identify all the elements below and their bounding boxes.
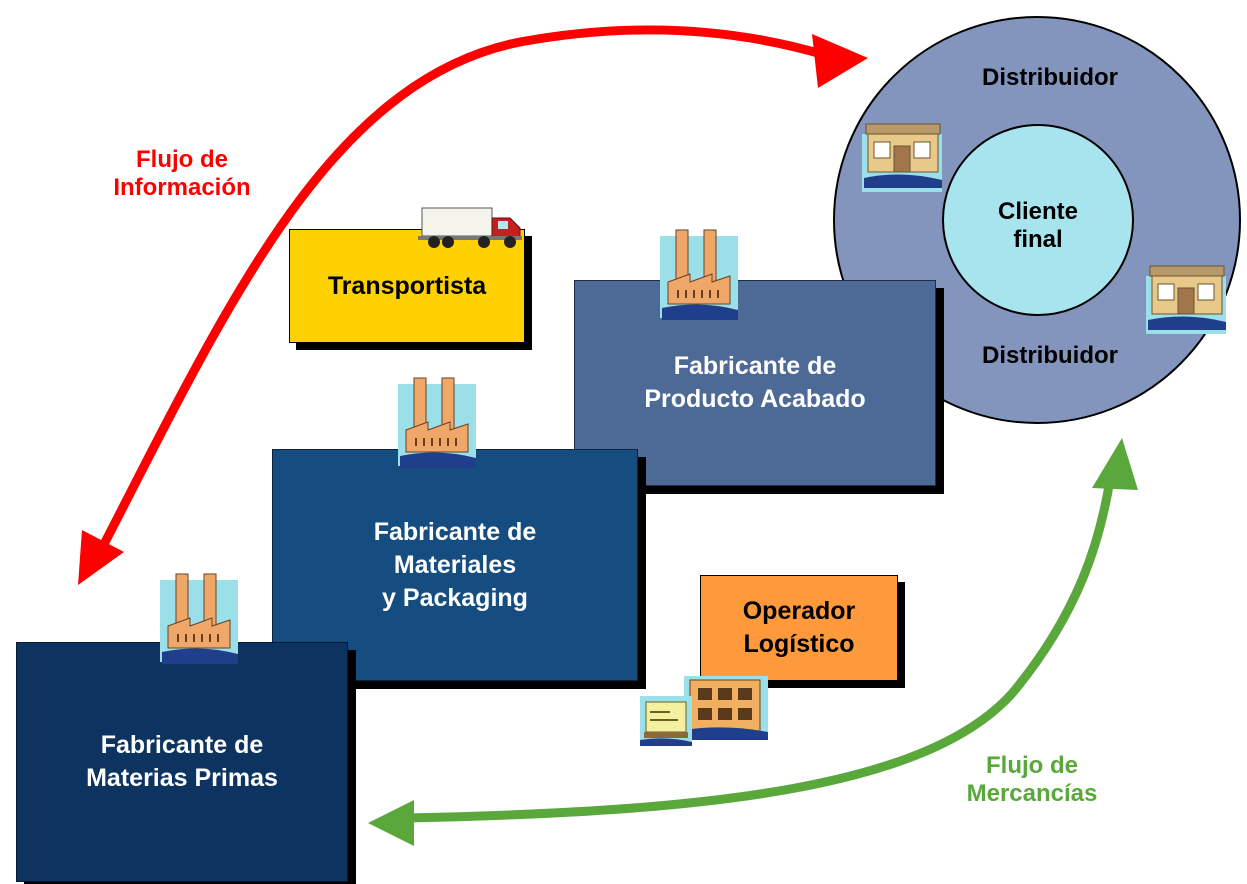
factory-icon	[160, 572, 240, 675]
information-flow-arrow	[95, 25, 830, 557]
information-flow-arrowhead-left	[78, 530, 124, 585]
distributor-label-bottom: Distribuidor	[982, 342, 1118, 369]
store-icon	[862, 122, 944, 199]
truck-icon	[418, 204, 522, 255]
goods-flow-label: Flujo de Mercancías	[966, 752, 1098, 807]
goods-flow-arrowhead-up	[1092, 438, 1138, 490]
store-icon	[1146, 264, 1228, 341]
factory-icon	[398, 376, 478, 479]
information-flow-arrowhead-right	[812, 34, 868, 88]
end-customer-circle	[942, 124, 1134, 316]
end-customer-line2: final	[1013, 226, 1063, 253]
logistics-operator-box: Operador Logístico	[700, 575, 898, 681]
crate-icon	[640, 696, 694, 753]
end-customer-line1: Cliente	[997, 198, 1078, 225]
information-flow-label: Flujo de Información	[113, 146, 251, 201]
raw-materials-manufacturer-box: Fabricante de Materias Primas	[16, 642, 348, 882]
goods-flow-arrow	[400, 475, 1115, 823]
end-customer-label: Cliente final	[978, 198, 1098, 254]
warehouse-icon	[684, 670, 768, 747]
goods-flow-arrowhead-left	[368, 800, 414, 846]
carrier-box: Transportista	[289, 229, 525, 343]
distributor-label-top: Distribuidor	[982, 64, 1118, 91]
factory-icon	[660, 228, 740, 331]
carrier-label: Transportista	[327, 271, 487, 300]
